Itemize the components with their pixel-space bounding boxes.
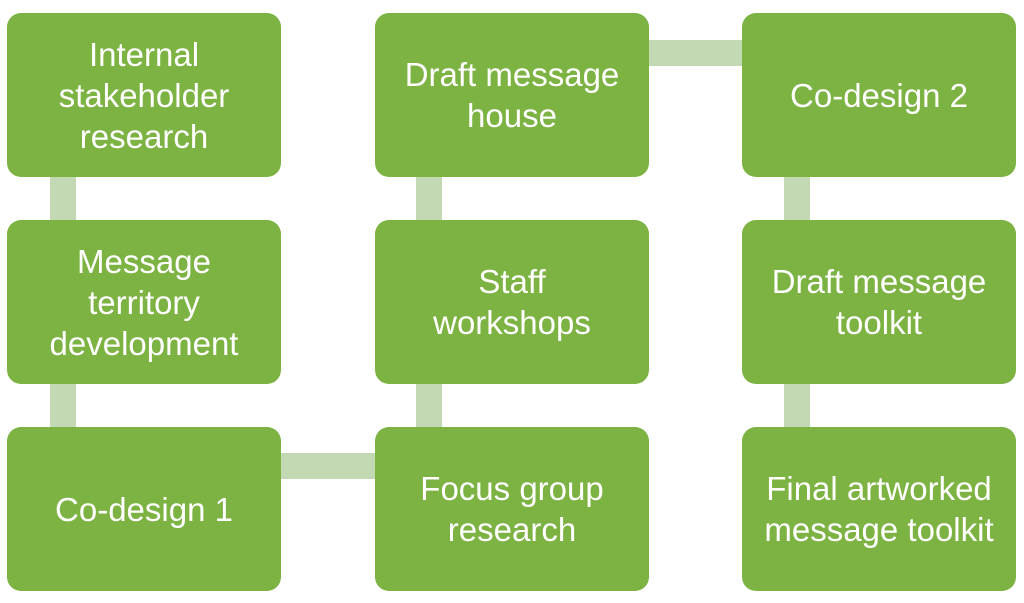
step-message-territory-development: Message territory development (7, 220, 281, 384)
connector-horizontal (649, 40, 742, 66)
step-focus-group-research: Focus group research (375, 427, 649, 591)
step-label: Co-design 2 (790, 76, 968, 114)
step-label: Focus group research (420, 470, 604, 548)
connector-vertical (50, 384, 76, 427)
step-label: Draft message house (404, 56, 620, 134)
step-label: Co-design 1 (55, 490, 233, 528)
step-internal-stakeholder-research: Internal stakeholder research (7, 13, 281, 177)
connector-vertical (50, 177, 76, 220)
step-draft-message-house: Draft message house (375, 13, 649, 177)
connector-vertical (784, 177, 810, 220)
step-final-artworked-message-toolkit: Final artworked message toolkit (742, 427, 1016, 591)
connector-vertical (416, 177, 442, 220)
connector-vertical (784, 384, 810, 427)
step-draft-message-toolkit: Draft message toolkit (742, 220, 1016, 384)
step-label: Internal stakeholder research (58, 35, 230, 155)
step-co-design-1: Co-design 1 (7, 427, 281, 591)
step-label: Message territory development (49, 242, 239, 362)
step-label: Draft message toolkit (771, 263, 987, 341)
step-co-design-2: Co-design 2 (742, 13, 1016, 177)
step-label: Final artworked message toolkit (764, 470, 994, 548)
connector-vertical (416, 384, 442, 427)
connector-horizontal (281, 453, 375, 479)
step-staff-workshops: Staff workshops (375, 220, 649, 384)
step-label: Staff workshops (433, 263, 591, 341)
